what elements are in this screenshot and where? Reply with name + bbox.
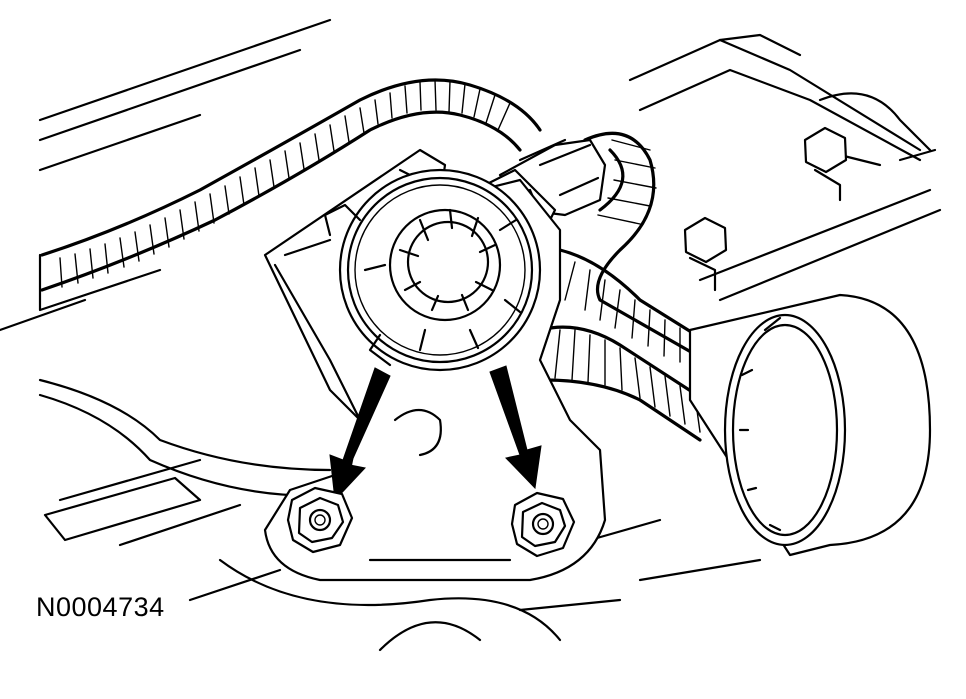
sensor-assembly [323, 168, 542, 372]
background-panels [0, 18, 942, 652]
cylinder-component [688, 293, 932, 557]
figure-id-label: N0004734 [36, 592, 165, 622]
arrow-down-icon [489, 365, 542, 490]
wiring-harness-left [40, 78, 542, 292]
hex-nut-icon [510, 491, 576, 558]
hex-nut-icon [286, 486, 354, 554]
upper-bolts [683, 126, 848, 292]
arrow-down-icon [329, 367, 391, 502]
